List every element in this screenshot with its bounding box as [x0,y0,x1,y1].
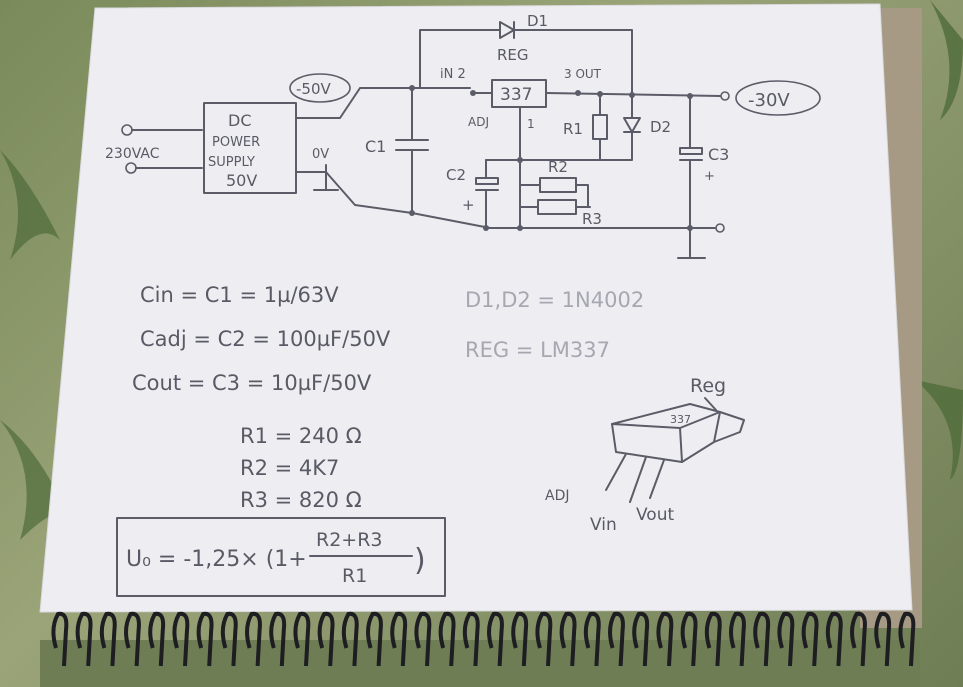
package-pin-vout: Vout [636,505,674,525]
regulator-part: REG = LM337 [465,338,610,362]
d1-label: D1 [527,12,548,30]
binding-ring [729,611,746,667]
binding-ring [220,611,238,667]
binding-ring [874,611,892,667]
cin-value: Cin = C1 = 1µ/63V [140,283,339,307]
binding-ring [366,611,383,667]
c3-label: C3 [708,145,729,164]
binding-ring [583,611,601,667]
r2-value: R2 = 4K7 [240,456,339,480]
circuit-schematic: 230VAC DC POWER SUPPLY 50V -50V 0V C1 D1… [105,12,821,259]
formula-numerator: R2+R3 [316,529,383,551]
package-title: Reg [690,375,726,397]
binding-ring [438,611,456,667]
binding-ring [99,611,117,667]
paper-sheet [40,4,912,612]
cout-value: Cout = C3 = 10µF/50V [132,371,372,395]
binding-ring [898,611,916,667]
regulator-number: 337 [500,85,532,105]
binding-ring [196,611,214,667]
binding-ring [704,611,722,667]
output-voltage-formula: U₀ = -1,25× (1+ R2+R3 R1 ) [116,517,446,597]
supply-line-1: DC [228,111,252,130]
spiral-binding [40,611,920,687]
r2-label: R2 [548,158,568,176]
binding-ring [172,611,190,667]
c2-plus: + [462,196,475,214]
binding-shadow [40,640,920,687]
binding-ring [293,611,311,667]
binding-ring [75,611,93,667]
r3-value: R3 = 820 Ω [240,488,362,512]
binding-ring [850,611,867,667]
c1-label: C1 [365,137,386,156]
d2-label: D2 [650,118,671,136]
r1-value: R1 = 240 Ω [240,424,362,448]
dc-supply-box [203,102,297,194]
binding-ring [124,611,141,667]
r1-label: R1 [563,120,583,138]
in-pin-label: iN 2 [440,67,466,82]
output-voltage-label: -30V [748,90,790,111]
binding-ring [487,611,504,667]
component-values: Cin = C1 = 1µ/63V Cadj = C2 = 100µF/50V … [132,283,391,512]
output-voltage-bubble [735,80,821,116]
input-voltage-bubble [289,73,351,103]
c3-capacitor [679,147,703,155]
diodes-part: D1,D2 = 1N4002 [465,288,644,312]
binding-ring [148,611,166,667]
binding-ring [51,611,69,667]
binding-ring [414,611,432,667]
output-terminal-bottom [715,223,725,233]
formula-close-paren: ) [414,543,426,578]
binding-ring [753,611,771,667]
binding-ring [269,611,287,667]
adj-label: ADJ [468,115,489,129]
input-voltage-label: -50V [296,80,331,98]
supply-line-2: POWER [212,135,260,150]
binding-ring [511,611,529,667]
package-pin-adj: ADJ [545,488,570,504]
formula-denominator: R1 [342,565,367,587]
binding-ring [341,611,359,667]
binding-ring [656,611,674,667]
binding-ring [680,611,698,667]
out-pin-label: 3 OUT [564,67,602,81]
supply-line-3: SUPPLY [208,155,255,170]
c3-plus: + [704,169,715,184]
binding-ring [801,611,819,667]
mains-label: 230VAC [105,146,160,162]
binding-ring [608,611,625,667]
ground-label: 0V [312,147,329,162]
reg-label: REG [497,46,529,64]
supply-line-4: 50V [226,171,257,190]
package-drawing: Reg 337 ADJ Vin Vout [545,375,745,535]
binding-ring [825,611,843,667]
binding-ring [317,611,335,667]
package-pin-vin: Vin [590,515,617,535]
r3-label: R3 [582,210,602,228]
binding-ring [462,611,480,667]
cadj-value: Cadj = C2 = 100µF/50V [140,327,391,351]
c2-capacitor [475,177,499,185]
binding-ring [535,611,553,667]
binding-ring [632,611,650,667]
output-terminal-top [720,91,730,101]
adj-pin-number: 1 [527,117,535,131]
binding-ring [390,611,408,667]
formula-lhs: U₀ = -1,25× (1+ [126,547,307,572]
package-body-label: 337 [670,413,691,426]
binding-ring [777,611,795,667]
binding-ring [245,611,262,667]
binding-ring [559,611,577,667]
c2-label: C2 [446,166,466,184]
